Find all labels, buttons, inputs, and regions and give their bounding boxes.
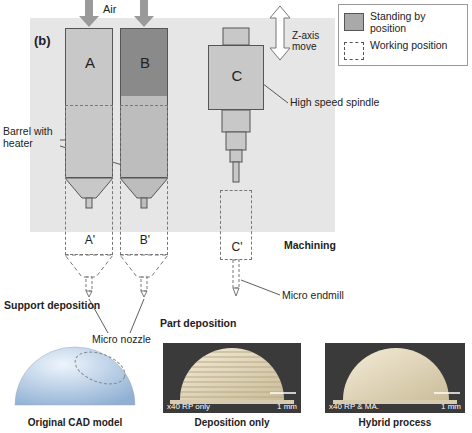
annotation-label: (b): [34, 34, 64, 48]
working-nozzle: [141, 277, 147, 291]
node-text: x40 RP & MA.: [329, 403, 409, 412]
annotation-label: Hybrid process: [325, 417, 465, 428]
annotation-label: Micro nozzle: [92, 334, 172, 346]
nozzle-tip: [86, 291, 92, 297]
endmill-tip: [233, 288, 239, 296]
legend-text: Standing by position: [370, 10, 464, 34]
endmill: [233, 162, 239, 182]
node-text: B: [121, 55, 169, 72]
node-text: 1 mm: [427, 403, 461, 412]
detail-outline: [71, 346, 129, 390]
node-text: A': [66, 234, 114, 247]
spindle-shank: [222, 110, 250, 132]
node-text: 1 mm: [263, 403, 297, 412]
working-cone: [120, 255, 168, 277]
scale-bar: [434, 392, 460, 394]
working-position: A': [65, 105, 113, 255]
working-endmill: [233, 260, 239, 288]
annotation-label: Part deposition: [160, 318, 260, 330]
barrel-cone: [65, 178, 113, 198]
z-axis-arrow: [270, 6, 290, 60]
barrel-cone: [120, 178, 168, 198]
node-text: A: [66, 55, 114, 72]
legend-swatch: [344, 42, 364, 60]
legend-entry: Working position: [344, 39, 464, 65]
spindle: C: [208, 45, 264, 110]
photo: x40 RP & MA. 1 mm: [325, 343, 465, 413]
air-arrow: [79, 0, 99, 27]
legend-swatch: [344, 13, 364, 31]
node-text: C: [209, 68, 265, 85]
annotation-label: Barrel with heater: [3, 126, 61, 149]
annotation-label: Air: [103, 3, 133, 15]
working-nozzle: [86, 277, 92, 291]
tool-holder: [230, 150, 242, 162]
annotation-label: Micro endmill: [282, 290, 372, 302]
annotation-label: Support deposition: [4, 300, 114, 312]
spindle-collet: [226, 132, 246, 150]
barrel: A: [65, 28, 113, 178]
legend-box: Standing by positionWorking position: [338, 4, 468, 66]
machine-panel: [30, 18, 335, 232]
annotation-label: Machining: [284, 240, 364, 252]
spindle-cap: [223, 28, 249, 45]
leader-line: [130, 299, 144, 333]
working-cone: [65, 255, 113, 277]
nozzle: [86, 198, 92, 208]
working-position: B': [120, 105, 168, 255]
cad-dome: [15, 347, 135, 405]
annotation-label: High speed spindle: [290, 97, 400, 109]
nozzle-tip: [141, 291, 147, 297]
air-arrow: [134, 0, 154, 27]
annotation-label: Z-axis move: [292, 30, 336, 52]
annotation-label: Original CAD model: [5, 417, 145, 428]
layer-steps: [170, 352, 300, 397]
working-position: C': [220, 190, 252, 260]
nozzle: [141, 198, 147, 208]
smooth-dome: [343, 348, 449, 400]
node-text: C': [221, 241, 253, 254]
photo: x40 RP only 1 mm: [163, 343, 301, 413]
legend-text: Working position: [370, 39, 464, 51]
leader-line: [241, 280, 280, 295]
photo-background: [163, 343, 301, 413]
node-text: x40 RP only: [167, 403, 237, 412]
annotation-label: Deposition only: [163, 417, 301, 428]
barrel: B: [120, 28, 168, 178]
node-text: B': [121, 234, 169, 247]
scale-bar: [270, 392, 296, 394]
photo-background: [325, 343, 465, 413]
legend-entry: Standing by position: [344, 10, 464, 36]
